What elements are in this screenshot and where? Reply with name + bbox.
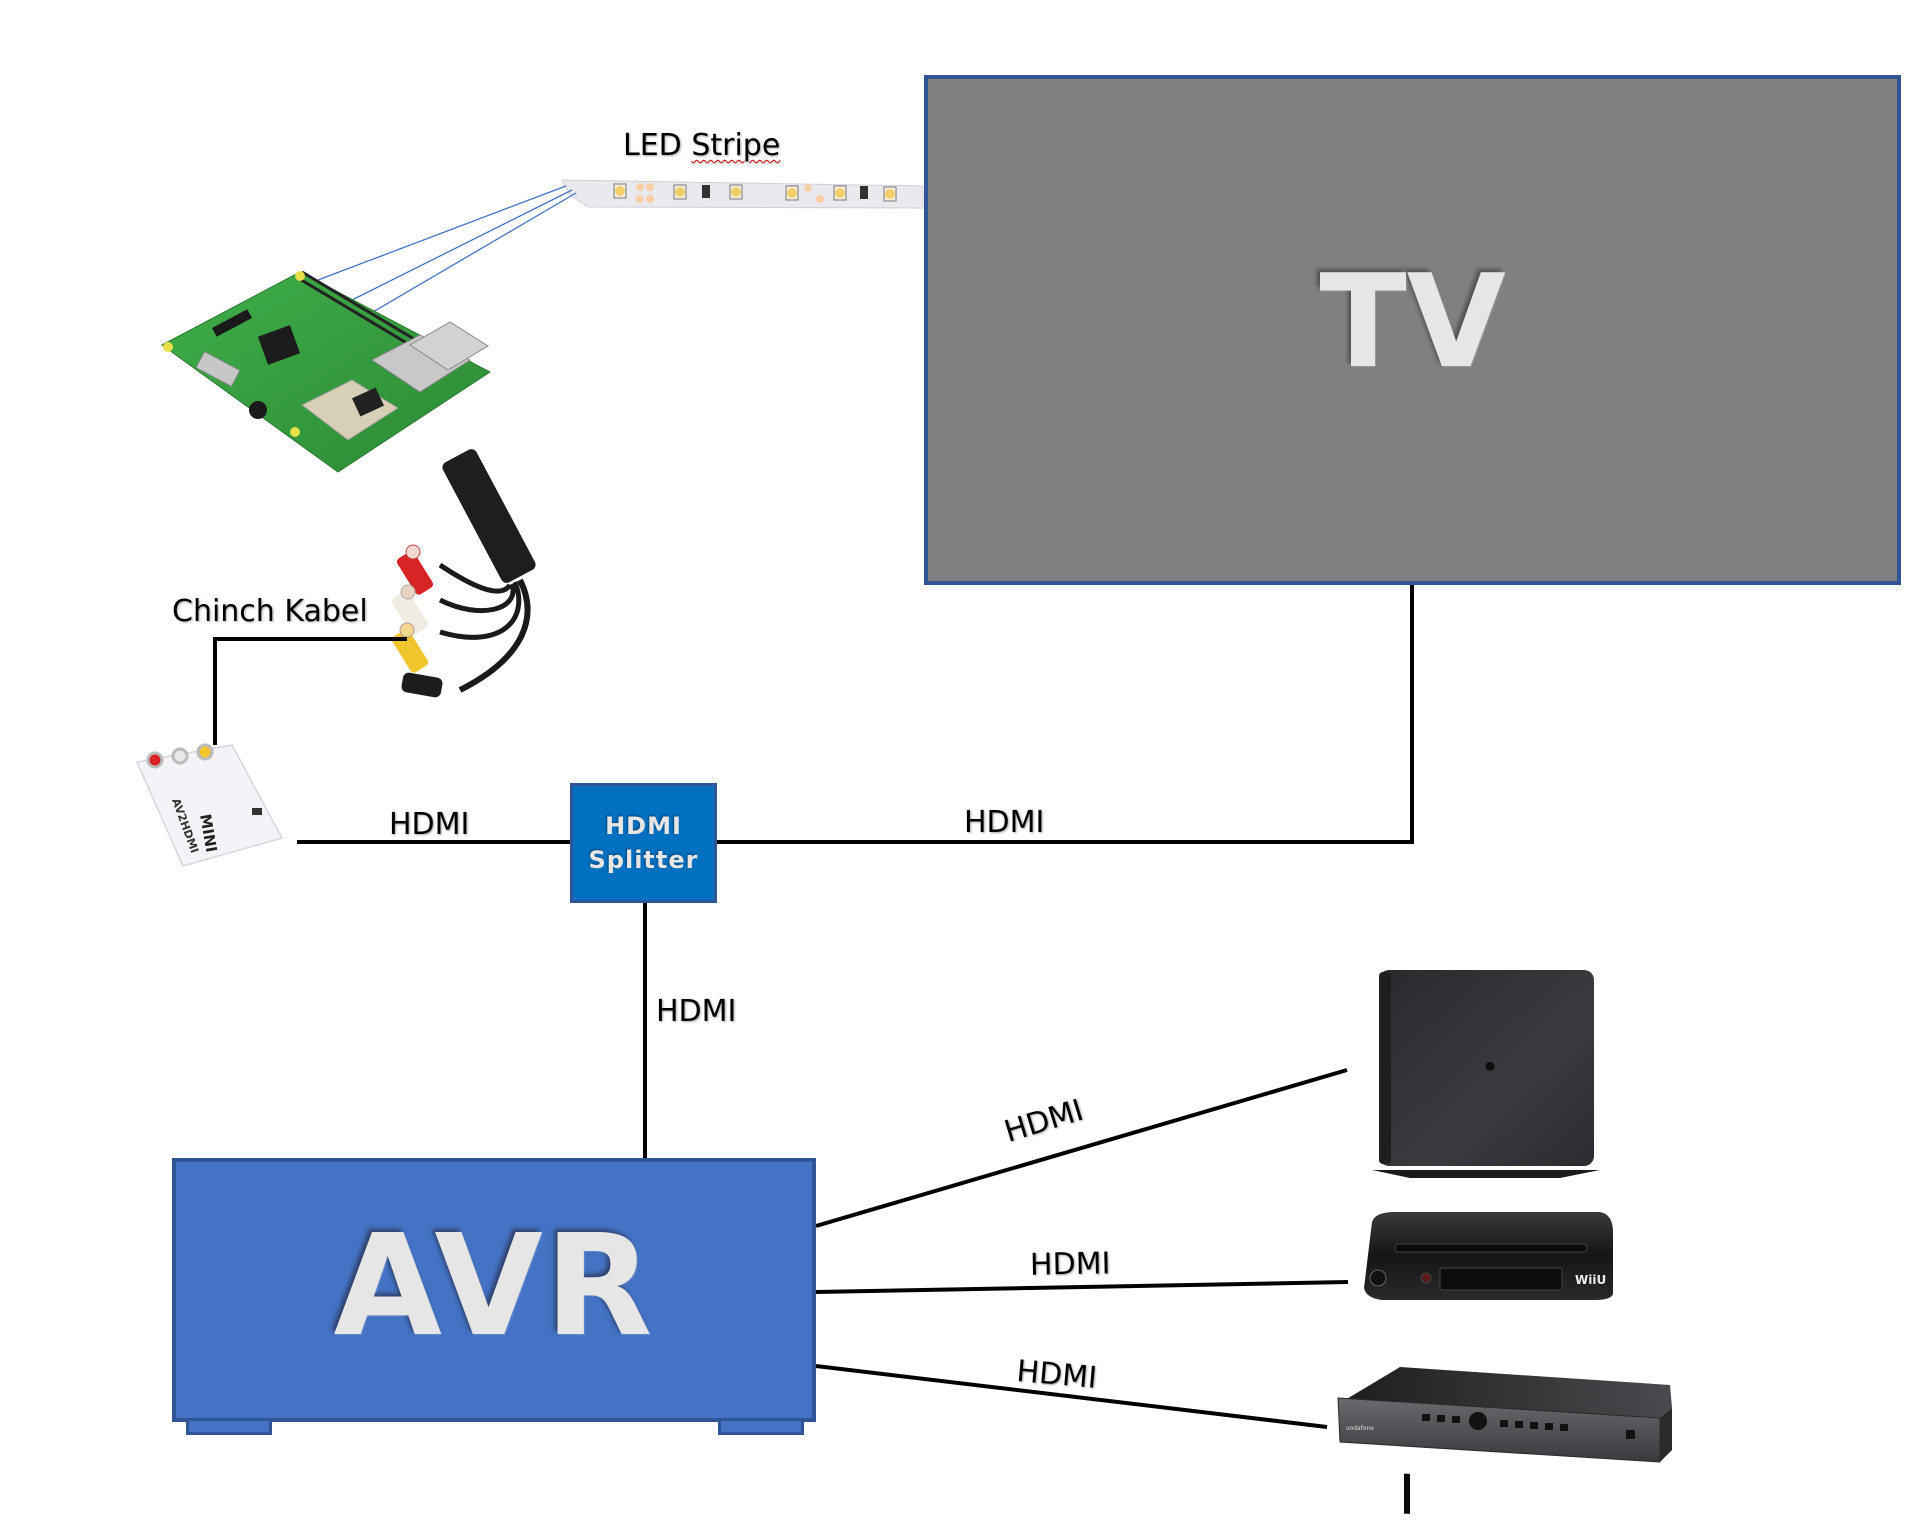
avr-label: AVR: [333, 1205, 655, 1368]
tv-label: TV: [1319, 248, 1506, 397]
led-label-text: Stripe: [691, 128, 781, 163]
wiiu-logo: WiiU: [1575, 1273, 1606, 1287]
hdmi-label-splitter-tv: HDMI: [964, 805, 1045, 840]
ps4-console: ⏺: [1372, 970, 1600, 1178]
settop-receiver: vodafone: [1337, 1367, 1672, 1514]
led-stripe-label: LED Stripe: [623, 131, 780, 161]
splitter-label-line1: HDMI: [605, 812, 682, 840]
raspberry-pi-board: [161, 270, 491, 473]
cables: [213, 583, 1414, 1429]
gpio-header: [297, 270, 415, 347]
hdmi-splitter-box: HDMI Splitter: [570, 783, 717, 903]
led-data-wires: [317, 185, 577, 317]
avr-box: AVR: [172, 1158, 816, 1422]
avr-foot-right: [718, 1418, 804, 1435]
chinch-cable-label: Chinch Kabel: [172, 594, 368, 629]
led-label-word1: LED: [623, 128, 692, 163]
wiiu-console: WiiU: [1364, 1212, 1613, 1300]
cable-splitter-tv: [717, 583, 1414, 844]
led-chips: [613, 183, 897, 203]
splitter-label-line2: Splitter: [588, 846, 699, 874]
hdmi-label-av2hdmi-splitter: HDMI: [389, 807, 470, 842]
playstation-logo-icon: ⏺: [1485, 1056, 1495, 1077]
cable-avr-ps4: [815, 1068, 1348, 1228]
hdmi-label-avr-receiver: HDMI: [1015, 1354, 1099, 1396]
avr-foot-left: [186, 1418, 272, 1435]
cable-avr-receiver: [815, 1364, 1328, 1429]
receiver-brand: vodafone: [1346, 1425, 1374, 1432]
tv-box: TV: [924, 75, 1901, 585]
cable-avr-wiiu: [815, 1280, 1349, 1294]
hdmi-label-splitter-avr: HDMI: [656, 994, 737, 1029]
usb-video-grabber: [391, 449, 536, 698]
hdmi-label-avr-wiiu: HDMI: [1029, 1246, 1111, 1283]
led-stripe: [561, 179, 924, 209]
av2hdmi-converter: MINI AV2HDMI: [135, 743, 284, 867]
receiver-buttons: [1422, 1412, 1635, 1439]
chinch-cable: [213, 637, 407, 745]
